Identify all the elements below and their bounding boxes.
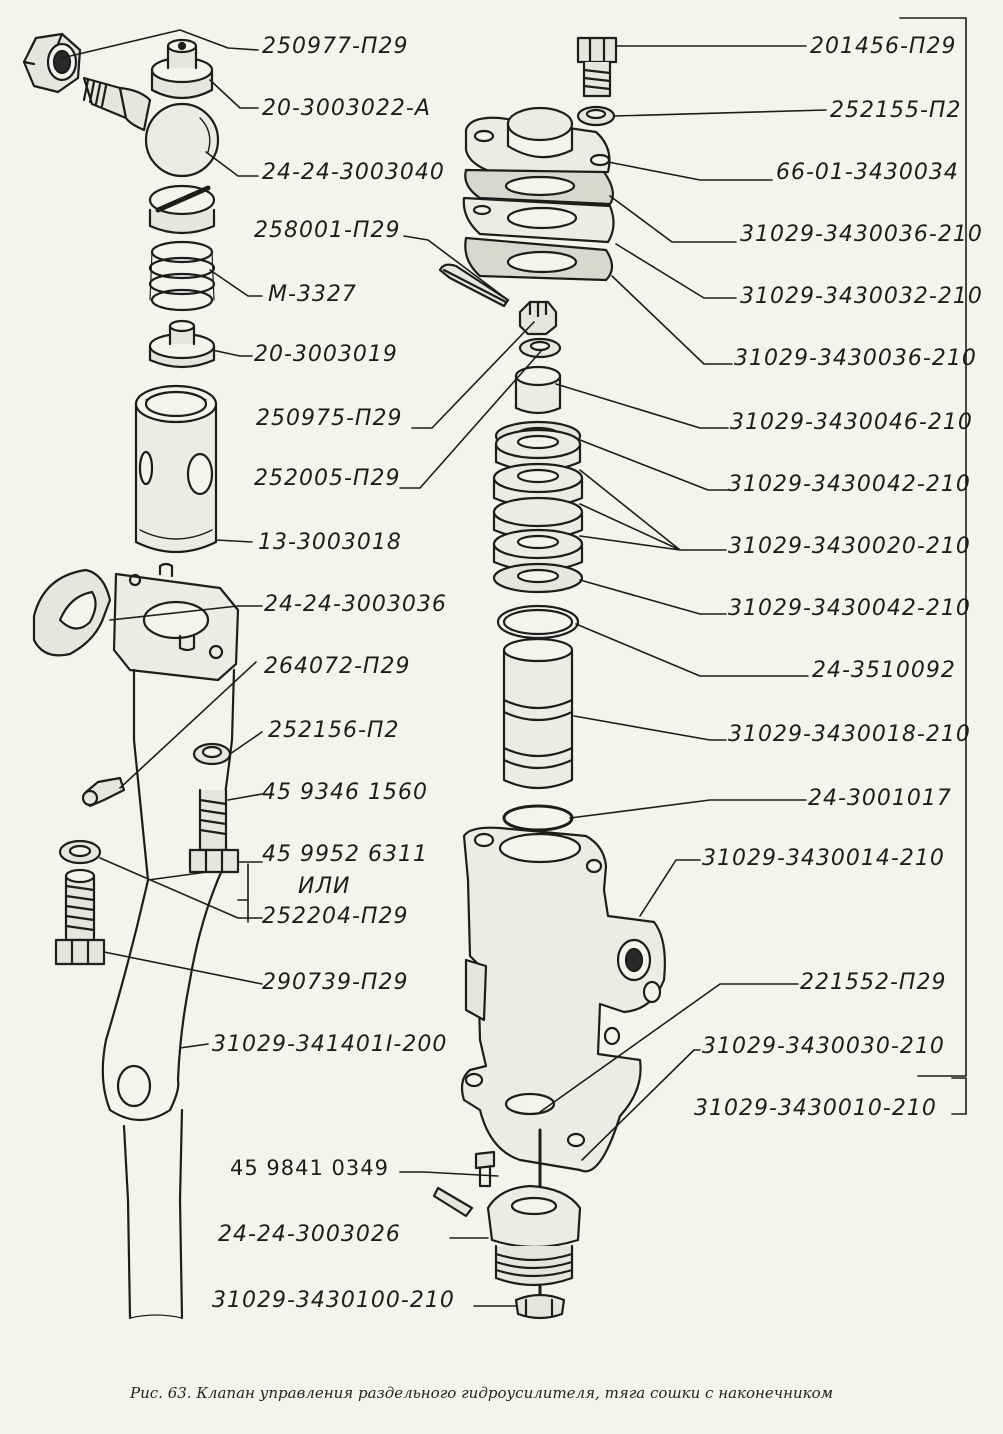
part-label-264072: 264072-П29: [264, 654, 411, 679]
screw-part: [474, 1150, 496, 1188]
top-washer-part: [576, 105, 616, 127]
liner-part: [150, 38, 214, 100]
part-label-20-3003019: 20-3003019: [254, 342, 398, 367]
gasket-upper-part: [464, 168, 615, 206]
sleeve-part: [514, 365, 562, 415]
part-label-290739: 290739-П29: [262, 970, 409, 995]
part-label-3430100: 31029-3430100-210: [212, 1288, 455, 1313]
part-label-3430014: 31029-3430014-210: [702, 846, 945, 871]
grease-nipple-part: [81, 776, 126, 808]
housing-part: [134, 384, 218, 554]
part-label-252155: 252155-П2: [830, 98, 962, 123]
stem-part: [514, 1293, 566, 1320]
part-label-24-24-3003026: 24-24-3003026: [218, 1222, 401, 1247]
top-bolt-part: [576, 36, 618, 98]
nut-washer-part: [518, 337, 562, 359]
washer-part: [58, 839, 102, 865]
part-label-258001: 258001-П29: [254, 218, 401, 243]
liner-slotted-part: [148, 184, 216, 235]
spool-part: [502, 637, 574, 790]
part-label-3430046: 31029-3430046-210: [730, 410, 973, 435]
bolt-part: [188, 788, 240, 874]
part-label-3430030: 31029-3430030-210: [702, 1034, 945, 1059]
gasket-lower-part: [464, 236, 614, 282]
part-label-3430010: 31029-3430010-210: [694, 1096, 937, 1121]
cotter-pin-part: [438, 263, 510, 308]
plug-part: [148, 319, 216, 369]
part-label-459346: 45 9346 1560: [262, 780, 428, 805]
part-label-250977: 250977-П29: [262, 34, 409, 59]
part-label-13-3003018: 13-3003018: [258, 530, 402, 555]
part-label-24-24-3003040: 24-24-3003040: [262, 160, 445, 185]
part-label-3430042-b: 31029-3430042-210: [728, 596, 971, 621]
slotted-nut-part: [518, 300, 558, 336]
washer-stack-part: [492, 420, 584, 594]
part-label-24-24-3003036: 24-24-3003036: [264, 592, 447, 617]
cover-plate-part: [464, 106, 611, 178]
part-label-3430036-b: 31029-3430036-210: [734, 346, 977, 371]
part-label-252156: 252156-П2: [268, 718, 400, 743]
castle-nut-part: [22, 32, 82, 94]
leader-lines: [61, 17, 967, 1307]
part-label-24-3001017: 24-3001017: [808, 786, 952, 811]
ball-pin-part: [82, 76, 220, 178]
part-label-m-3327: М-3327: [268, 282, 357, 307]
part-label-ili: ИЛИ: [298, 874, 351, 899]
part-label-66-01-3430034: 66-01-3430034: [776, 160, 959, 185]
part-label-24-3510092: 24-3510092: [812, 658, 956, 683]
part-label-3430018: 31029-3430018-210: [728, 722, 971, 747]
spring-part: [148, 240, 216, 312]
part-label-3430042-a: 31029-3430042-210: [728, 472, 971, 497]
part-label-252005: 252005-П29: [254, 466, 401, 491]
part-label-3414011: 31029-341401І-200: [212, 1032, 448, 1057]
part-label-459952: 45 9952 6311: [262, 842, 428, 867]
part-label-20-3003022: 20-3003022-А: [262, 96, 431, 121]
spacer-plate-part: [462, 196, 615, 244]
o-ring-part: [502, 804, 574, 832]
long-bolt-part: [54, 868, 106, 966]
snap-ring-part: [496, 604, 580, 640]
part-label-3430036-a: 31029-3430036-210: [740, 222, 983, 247]
part-label-221552: 221552-П29: [800, 970, 947, 995]
part-label-459841: 45 9841 0349: [230, 1156, 389, 1180]
part-label-252204: 252204-П29: [262, 904, 409, 929]
lock-washer-part: [192, 742, 232, 766]
part-label-250975: 250975-П29: [256, 406, 403, 431]
part-label-3430020: 31029-3430020-210: [728, 534, 971, 559]
roll-pin-part: [432, 1186, 474, 1218]
valve-body-part: [460, 826, 666, 1173]
part-label-201456: 201456-П29: [810, 34, 957, 59]
adjusting-plug-part: [486, 1128, 582, 1302]
figure-caption: Рис. 63. Клапан управления раздельного г…: [130, 1384, 834, 1402]
part-label-3430032: 31029-3430032-210: [740, 284, 983, 309]
